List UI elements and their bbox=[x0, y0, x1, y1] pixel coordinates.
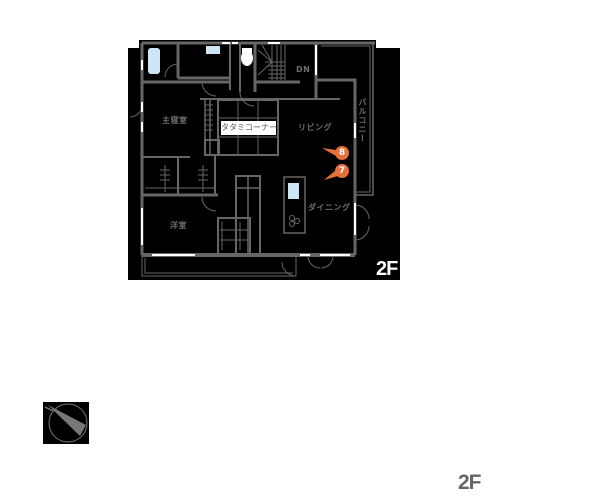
room-label-balcony: バルコニー bbox=[358, 98, 367, 143]
photo-marker-8[interactable]: 8 bbox=[335, 146, 349, 160]
room-label-western-room: 洋室 bbox=[170, 221, 187, 230]
room-label-living: リビング bbox=[298, 123, 332, 132]
stairs-down-label-text: DN bbox=[296, 65, 311, 74]
floor-label-secondary: 2F bbox=[458, 471, 481, 494]
room-label-dining: ダイニング bbox=[308, 203, 351, 212]
room-label-tatami-corner: タタミコーナー bbox=[221, 121, 277, 135]
photo-marker-7[interactable]: 7 bbox=[335, 164, 349, 178]
north-compass-icon bbox=[43, 402, 89, 444]
floor-label: 2F bbox=[376, 258, 398, 280]
room-label-master-bedroom: 主寝室 bbox=[162, 116, 188, 125]
